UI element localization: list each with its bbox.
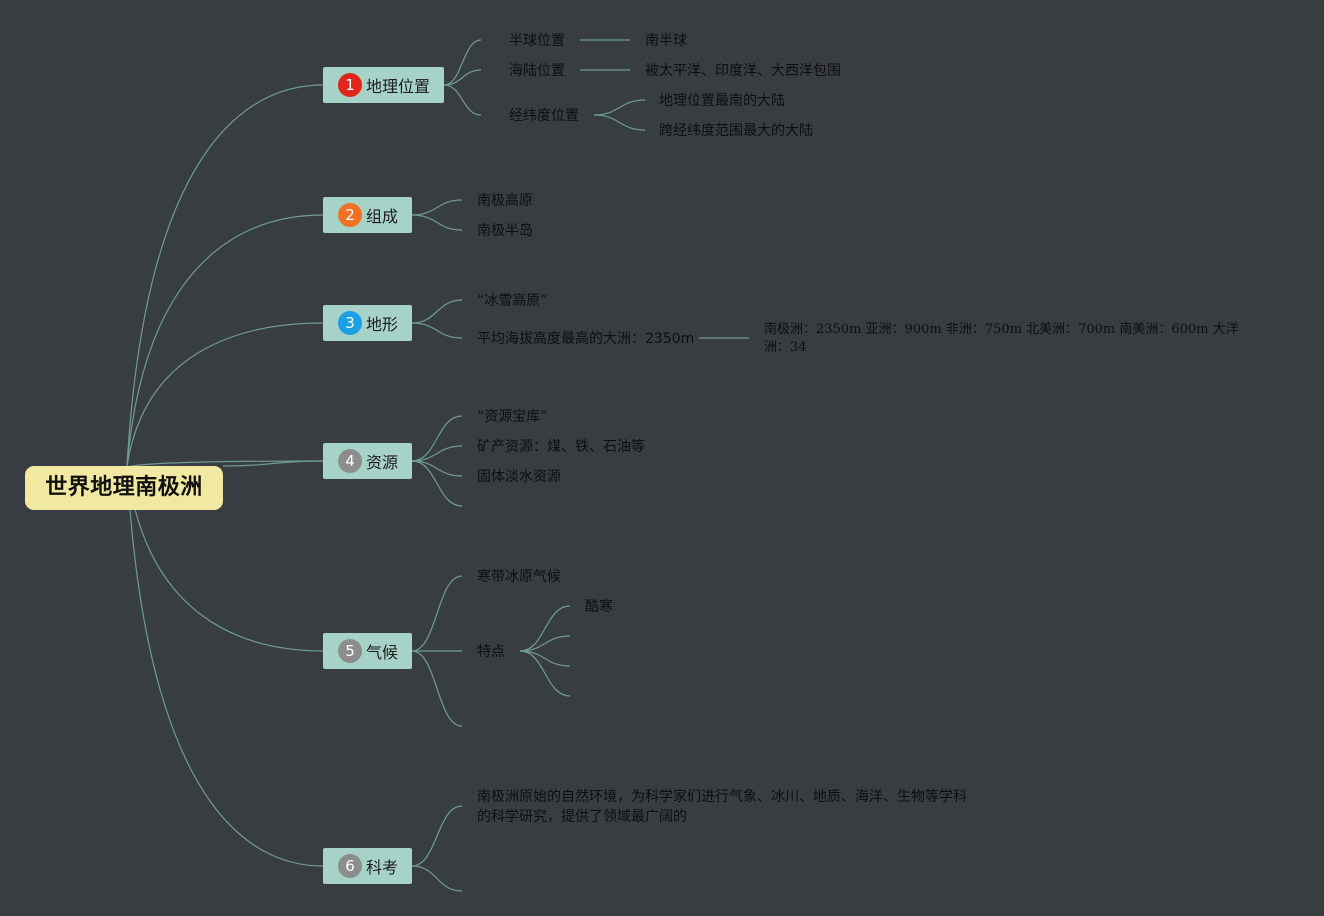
connector-branch-to-topic [443, 39, 482, 86]
connector-branch-to-topic [411, 322, 463, 339]
branch-label: 资源 [366, 453, 399, 472]
branch-label: 气候 [366, 643, 399, 662]
topic-resource-treasury[interactable]: “资源宝库” [477, 409, 548, 425]
topic-southern-hemisphere[interactable]: 南半球 [645, 33, 687, 49]
branch-geographic-location[interactable]: 1 地理位置 [323, 67, 444, 103]
connector-branch-to-topic [443, 69, 482, 86]
number-6-icon: 6 [338, 854, 362, 878]
topic-continent-elevations[interactable]: 南极洲：2350m 亚洲：900m 非洲：750m 北美洲：700m 南美洲：6… [764, 322, 1239, 355]
topic-mineral-resources[interactable]: 矿产资源：煤、铁、石油等 [477, 439, 645, 455]
topic-extreme-cold[interactable]: 酷寒 [585, 599, 613, 615]
topic-southernmost-continent[interactable]: 地理位置最南的大陆 [659, 93, 785, 109]
connector-root-to-branch [126, 84, 324, 467]
topic-antarctic-plateau[interactable]: 南极高原 [477, 193, 533, 209]
connector-branch-to-topic [411, 865, 463, 892]
connector-branch-to-topic [411, 299, 463, 324]
topic-ice-snow-plateau[interactable]: “冰雪高原” [477, 293, 548, 309]
topic-highest-average-elevation[interactable]: 平均海拔高度最高的大洲：2350m [477, 331, 695, 347]
connector-root-to-branch [126, 465, 324, 652]
branch-label: 组成 [366, 207, 399, 226]
connector-topic-to-subtopic [519, 650, 571, 667]
connector-topic-to-subtopic [519, 650, 571, 697]
root-topic[interactable]: 世界地理南极洲 [25, 466, 223, 510]
topic-antarctic-peninsula[interactable]: 南极半岛 [477, 223, 533, 239]
connector-branch-to-topic [411, 575, 463, 652]
connector-branch-to-topic [411, 650, 463, 727]
connector-topic-to-subtopic [519, 605, 571, 652]
branch-climate[interactable]: 5 气候 [323, 633, 412, 669]
topic-characteristics[interactable]: 特点 [477, 644, 505, 660]
topic-solid-freshwater[interactable]: 固体淡水资源 [477, 469, 561, 485]
topic-lat-long-position[interactable]: 经纬度位置 [509, 108, 579, 124]
connector-root-to-branch [222, 460, 324, 467]
connector-branch-to-topic [411, 805, 463, 867]
topic-hemisphere-position[interactable]: 半球位置 [509, 33, 565, 49]
connector-branch-to-topic [443, 84, 482, 116]
connector-topic-to-subtopic [593, 99, 646, 116]
topic-largest-lat-long-span[interactable]: 跨经纬度范围最大的大陆 [659, 123, 813, 139]
branch-scientific-research[interactable]: 6 科考 [323, 848, 412, 884]
branch-label: 地理位置 [366, 77, 431, 96]
topic-surrounded-by-oceans[interactable]: 被太平洋、印度洋、大西洋包围 [645, 63, 841, 79]
connector-root-to-branch [126, 465, 324, 867]
connector-branch-to-topic [411, 460, 463, 477]
connector-root-to-branch [126, 322, 324, 467]
branch-terrain[interactable]: 3 地形 [323, 305, 412, 341]
topic-research-environment[interactable]: 南极洲原始的自然环境，为科学家们进行气象、冰川、地质、海洋、生物等学科的科学研究… [477, 789, 967, 825]
topic-polar-ice-cap-climate[interactable]: 寒带冰原气候 [477, 569, 561, 585]
connector-root-to-branch [126, 214, 324, 467]
number-1-icon: 1 [338, 73, 362, 97]
number-4-icon: 4 [338, 449, 362, 473]
branch-resources[interactable]: 4 资源 [323, 443, 412, 479]
topic-land-sea-position[interactable]: 海陆位置 [509, 63, 565, 79]
connector-branch-to-topic [411, 214, 463, 231]
connector-topic-to-subtopic [593, 114, 646, 131]
branch-label: 科考 [366, 858, 399, 877]
connector-topic-to-subtopic [519, 635, 571, 652]
number-2-icon: 2 [338, 203, 362, 227]
branch-label: 地形 [366, 315, 399, 334]
connector-branch-to-topic [411, 445, 463, 462]
connector-branch-to-topic [411, 460, 463, 507]
number-5-icon: 5 [338, 639, 362, 663]
number-3-icon: 3 [338, 311, 362, 335]
branch-composition[interactable]: 2 组成 [323, 197, 412, 233]
connector-branch-to-topic [411, 415, 463, 462]
connector-branch-to-topic [411, 199, 463, 216]
